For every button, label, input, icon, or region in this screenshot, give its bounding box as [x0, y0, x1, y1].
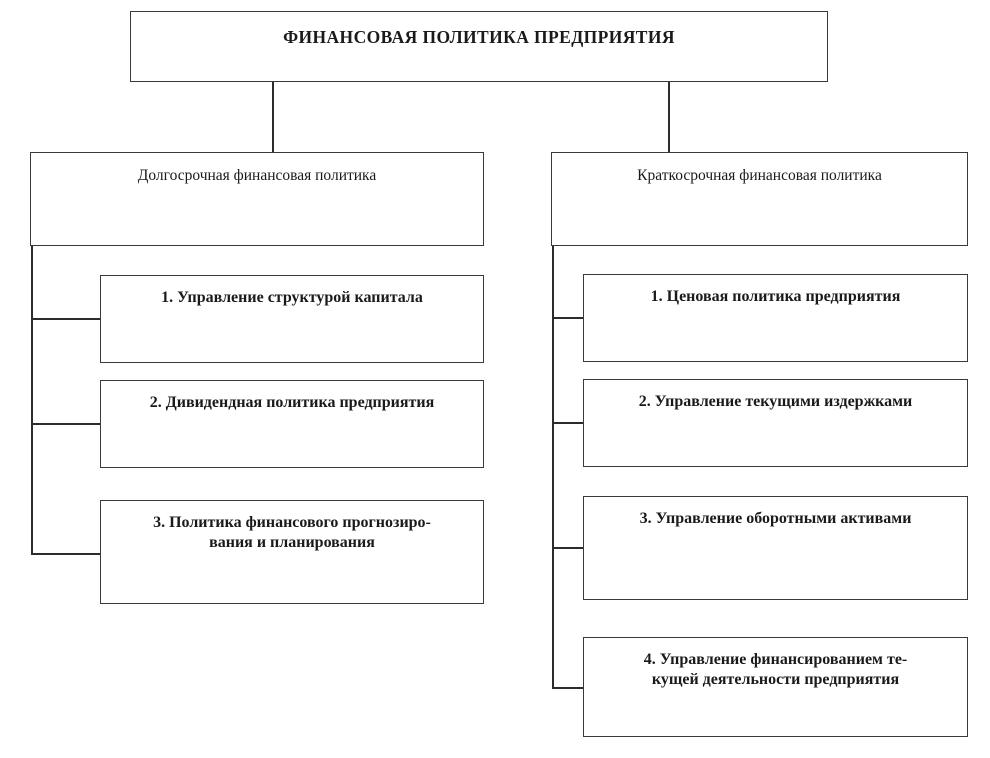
node-branch-short-term-label: Краткосрочная финансовая политика	[637, 167, 882, 184]
connector-spine-long-term	[31, 246, 33, 554]
connector-root-to-short-term	[668, 82, 670, 153]
connector-stub-short-term-item-3	[552, 547, 584, 549]
connector-spine-short-term	[552, 246, 554, 688]
node-short-term-item-2-label: 2. Управление текущими издержками	[638, 393, 913, 410]
node-short-term-item-4-label: 4. Управление финансированием те- кущей …	[643, 651, 908, 689]
connector-stub-short-term-item-1	[552, 317, 584, 319]
node-long-term-item-3-label: 3. Политика финансового прогнозиро- вани…	[153, 514, 431, 552]
node-short-term-item-4: 4. Управление финансированием те- кущей …	[583, 637, 968, 737]
node-long-term-item-2-label: 2. Дивидендная политика предприятия	[149, 394, 435, 411]
node-short-term-item-3-label: 3. Управление оборотными активами	[639, 510, 912, 527]
connector-root-to-long-term	[272, 82, 274, 153]
node-short-term-item-2: 2. Управление текущими издержками	[583, 379, 968, 467]
node-financial-policy-root: ФИНАНСОВАЯ ПОЛИТИКА ПРЕДПРИЯТИЯ	[130, 11, 828, 82]
node-financial-policy-root-label: ФИНАНСОВАЯ ПОЛИТИКА ПРЕДПРИЯТИЯ	[283, 27, 675, 47]
node-branch-short-term: Краткосрочная финансовая политика	[551, 152, 968, 246]
node-short-term-item-1-label: 1. Ценовая политика предприятия	[650, 288, 901, 305]
node-long-term-item-3: 3. Политика финансового прогнозиро- вани…	[100, 500, 484, 604]
node-short-term-item-1: 1. Ценовая политика предприятия	[583, 274, 968, 362]
node-long-term-item-1: 1. Управление структурой капитала	[100, 275, 484, 363]
connector-stub-long-term-item-1	[31, 318, 101, 320]
connector-stub-short-term-item-2	[552, 422, 584, 424]
node-branch-long-term: Долгосрочная финансовая политика	[30, 152, 484, 246]
node-long-term-item-2: 2. Дивидендная политика предприятия	[100, 380, 484, 468]
connector-stub-short-term-item-4	[552, 687, 584, 689]
connector-stub-long-term-item-3	[31, 553, 101, 555]
node-short-term-item-3: 3. Управление оборотными активами	[583, 496, 968, 600]
connector-stub-long-term-item-2	[31, 423, 101, 425]
node-long-term-item-1-label: 1. Управление структурой капитала	[161, 289, 423, 306]
node-branch-long-term-label: Долгосрочная финансовая политика	[137, 167, 377, 184]
